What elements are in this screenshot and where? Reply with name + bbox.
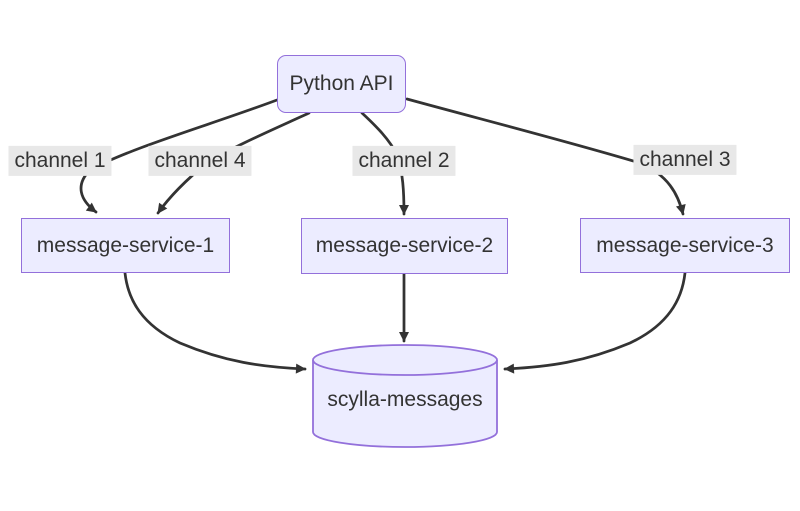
node-message-service-2-label: message-service-2 [315,234,494,257]
edge-label-channel-4: channel 4 [148,145,252,177]
node-message-service-3: message-service-3 [580,218,790,273]
node-python-api-label: Python API [289,72,394,95]
database-cylinder-body [312,360,498,448]
edge-message-service-3-to-scylla-messages [503,271,687,374]
node-message-service-1-label: message-service-1 [36,233,215,257]
node-message-service-2: message-service-2 [301,218,508,274]
node-message-service-1: message-service-1 [21,218,230,273]
database-cylinder-top [312,344,498,376]
edge-label-channel-2: channel 2 [352,145,456,177]
edge-label-channel-1: channel 1 [8,145,112,177]
edge-python-api-to-message-service-3-channel-3 [405,97,686,216]
edge-message-service-1-to-scylla-messages [123,271,307,374]
node-python-api: Python API [277,55,406,113]
node-scylla-messages-label: scylla-messages [327,388,483,411]
node-message-service-3-label: message-service-3 [596,233,774,257]
edge-python-api-to-message-service-1-channel-1 [79,98,279,214]
edge-label-channel-3: channel 3 [633,144,737,176]
